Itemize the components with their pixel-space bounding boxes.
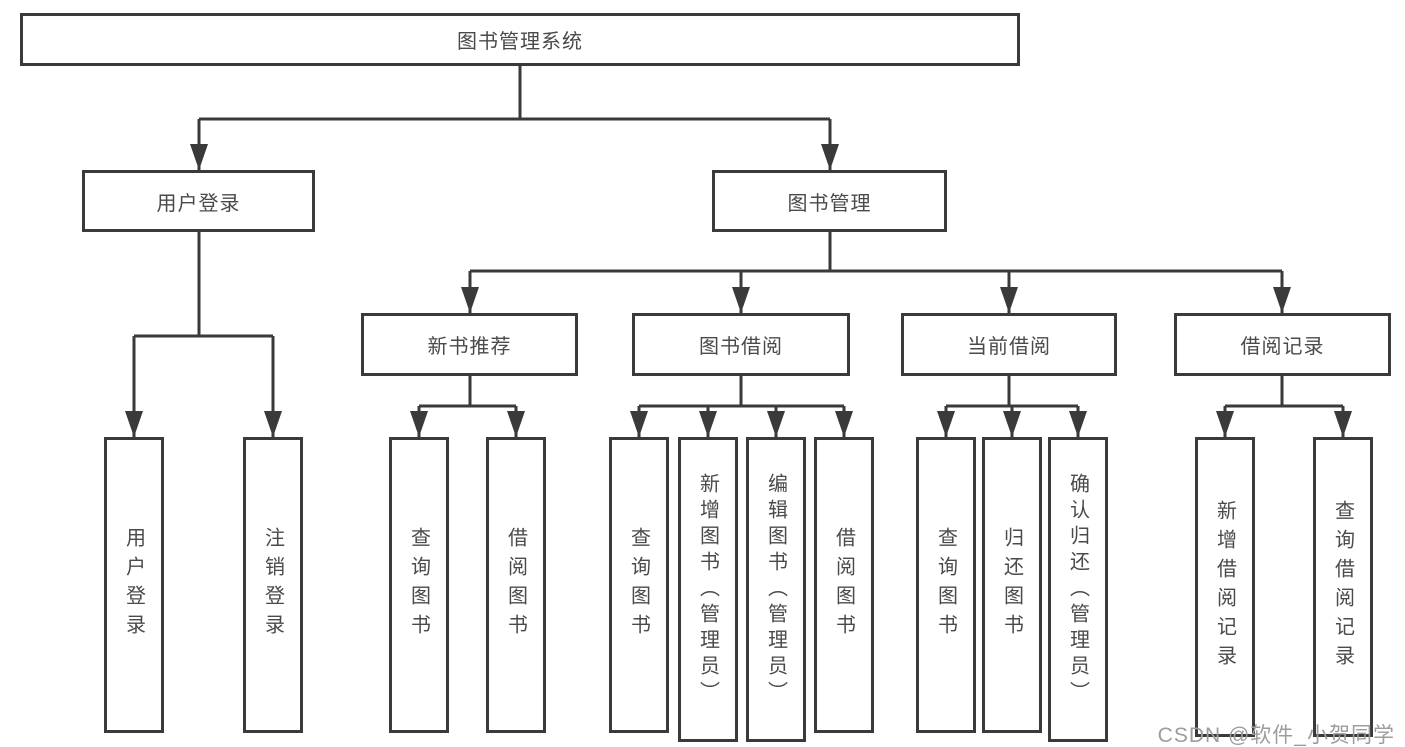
leaf-query-books-current: 查询图书 (916, 437, 976, 733)
leaf-add-book-admin: 新增图书（管理员） (678, 437, 738, 742)
leaf-logout: 注销登录 (243, 437, 303, 733)
leaf-label: 新增图书（管理员） (696, 472, 719, 707)
leaf-label: 注销登录 (261, 527, 284, 643)
leaf-user-login: 用户登录 (104, 437, 164, 733)
leaf-label: 查询图书 (934, 527, 957, 643)
leaf-confirm-return-admin: 确认归还（管理员） (1048, 437, 1108, 742)
leaf-label: 查询图书 (627, 527, 650, 643)
leaf-label: 借阅图书 (832, 527, 855, 643)
node-borrow-records: 借阅记录 (1174, 313, 1391, 376)
leaf-label: 新增借阅记录 (1213, 500, 1236, 674)
leaf-query-books-recommend: 查询图书 (389, 437, 449, 733)
leaf-label: 查询图书 (407, 527, 430, 643)
leaf-label: 编辑图书（管理员） (764, 472, 787, 707)
leaf-label: 确认归还（管理员） (1066, 472, 1089, 707)
leaf-label: 查询借阅记录 (1331, 500, 1354, 674)
node-user-login: 用户登录 (82, 170, 315, 232)
node-book-borrow: 图书借阅 (632, 313, 850, 376)
node-book-management: 图书管理 (712, 170, 947, 232)
leaf-borrow-books: 借阅图书 (814, 437, 874, 733)
leaf-label: 归还图书 (1000, 527, 1023, 643)
node-new-book-recommend: 新书推荐 (361, 313, 578, 376)
leaf-borrow-books-recommend: 借阅图书 (486, 437, 546, 733)
node-library-system: 图书管理系统 (20, 13, 1020, 66)
leaf-label: 用户登录 (122, 527, 145, 643)
leaf-query-borrow-record: 查询借阅记录 (1313, 437, 1373, 737)
leaf-add-borrow-record: 新增借阅记录 (1195, 437, 1255, 737)
node-current-borrow: 当前借阅 (901, 313, 1117, 376)
watermark-text: CSDN @软件_小贺同学 (1157, 724, 1395, 747)
leaf-query-books-borrow: 查询图书 (609, 437, 669, 733)
leaf-return-book: 归还图书 (982, 437, 1042, 733)
leaf-label: 借阅图书 (504, 527, 527, 643)
leaf-edit-book-admin: 编辑图书（管理员） (746, 437, 806, 742)
